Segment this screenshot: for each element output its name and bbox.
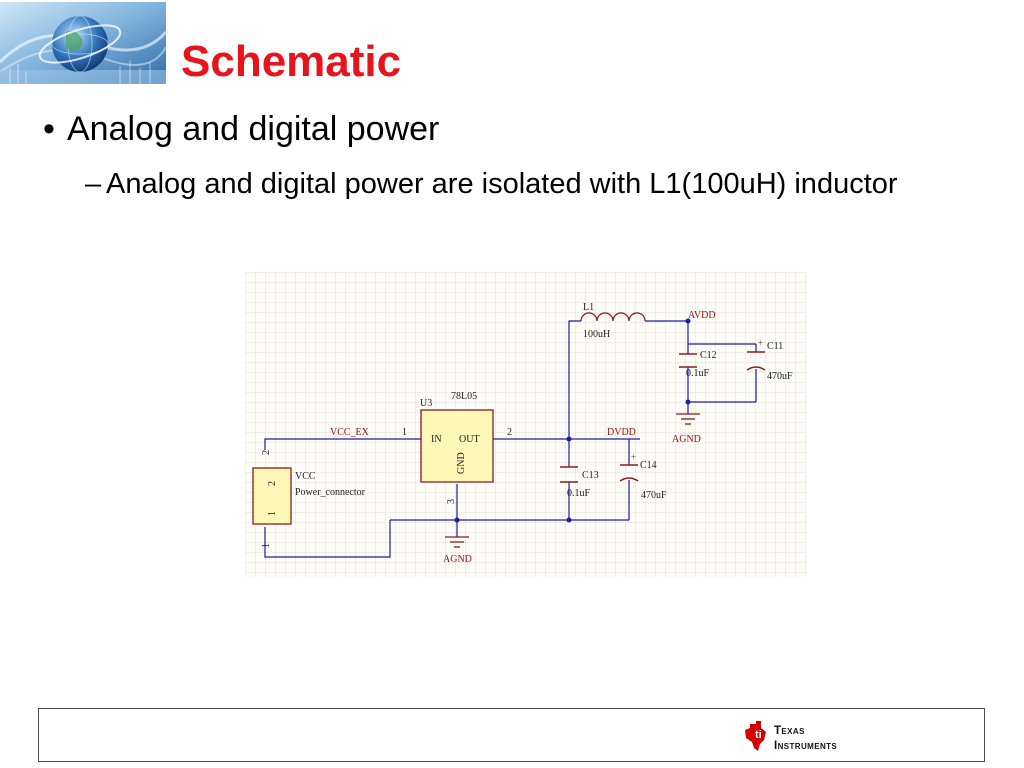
ti-brand-line2: Instruments: [774, 740, 837, 752]
l1-ref: L1: [583, 302, 594, 313]
capacitor-c11: [746, 351, 766, 371]
power-connector: [252, 467, 292, 525]
bullet-item: • Analog and digital power: [43, 109, 439, 150]
c14-value: 470uF: [641, 490, 667, 501]
l1-value: 100uH: [583, 329, 610, 340]
c11-plus: +: [758, 338, 763, 348]
connector-outer-pin2: 2: [261, 450, 272, 455]
sub-bullet-text: Analog and digital power are isolated wi…: [106, 168, 898, 200]
u3-pin1-number: 1: [402, 427, 407, 438]
regulator-u3: [420, 409, 494, 483]
c12-ref: C12: [700, 350, 717, 361]
c11-value: 470uF: [767, 371, 793, 382]
footer-bar: [38, 708, 985, 762]
dvdd-net-label: DVDD: [607, 427, 636, 438]
capacitor-c14: [619, 464, 639, 482]
agnd-top-label: AGND: [672, 434, 701, 445]
u3-part: 78L05: [451, 391, 477, 402]
c13-ref: C13: [582, 470, 599, 481]
u3-pin-in: IN: [431, 434, 442, 445]
u3-pin3-number: 3: [446, 499, 457, 504]
power-schematic: L1 100uH AVDD C12 0.1uF + C11 470uF AGND…: [245, 272, 806, 577]
connector-outer-pin1: 1: [261, 543, 272, 548]
ti-brand-line1: Texas: [774, 725, 805, 737]
avdd-net-label: AVDD: [688, 310, 716, 321]
junction-dots: [454, 318, 691, 523]
page-title: Schematic: [181, 37, 402, 86]
c12-value: 0.1uF: [686, 368, 710, 379]
u3-pin2-number: 2: [507, 427, 512, 438]
inductor-l1: [580, 312, 646, 322]
connector-inner-pin1: 1: [267, 511, 278, 516]
sub-bullet-marker: –: [85, 168, 102, 200]
ground-icon-top: [676, 413, 700, 425]
c11-ref: C11: [767, 341, 783, 352]
bullet-marker: •: [43, 110, 55, 148]
svg-text:ti: ti: [755, 729, 762, 741]
texas-instruments-logo: ti Texas Instruments: [745, 721, 837, 752]
ti-state-icon: [745, 721, 766, 751]
sub-bullet-item: – Analog and digital power are isolated …: [85, 165, 935, 203]
u3-pin-out: OUT: [459, 434, 480, 445]
c13-value: 0.1uF: [567, 488, 591, 499]
connector-inner-pin2: 2: [267, 481, 278, 486]
vcc-ex-net-label: VCC_EX: [330, 427, 370, 438]
connector-vcc-label: VCC: [295, 471, 316, 482]
capacitor-c12: [679, 353, 697, 368]
u3-pin-gnd: GND: [456, 452, 467, 474]
bullet-text: Analog and digital power: [67, 110, 440, 148]
ground-icon-bottom: [445, 536, 469, 548]
header-globe-logo: [0, 2, 166, 84]
globe-logo-icon: [0, 2, 166, 84]
connector-name: Power_connector: [295, 487, 366, 498]
agnd-bottom-label: AGND: [443, 554, 472, 565]
u3-ref: U3: [420, 398, 432, 409]
c14-plus: +: [631, 452, 636, 462]
c14-ref: C14: [640, 460, 657, 471]
capacitor-c13: [560, 466, 578, 483]
